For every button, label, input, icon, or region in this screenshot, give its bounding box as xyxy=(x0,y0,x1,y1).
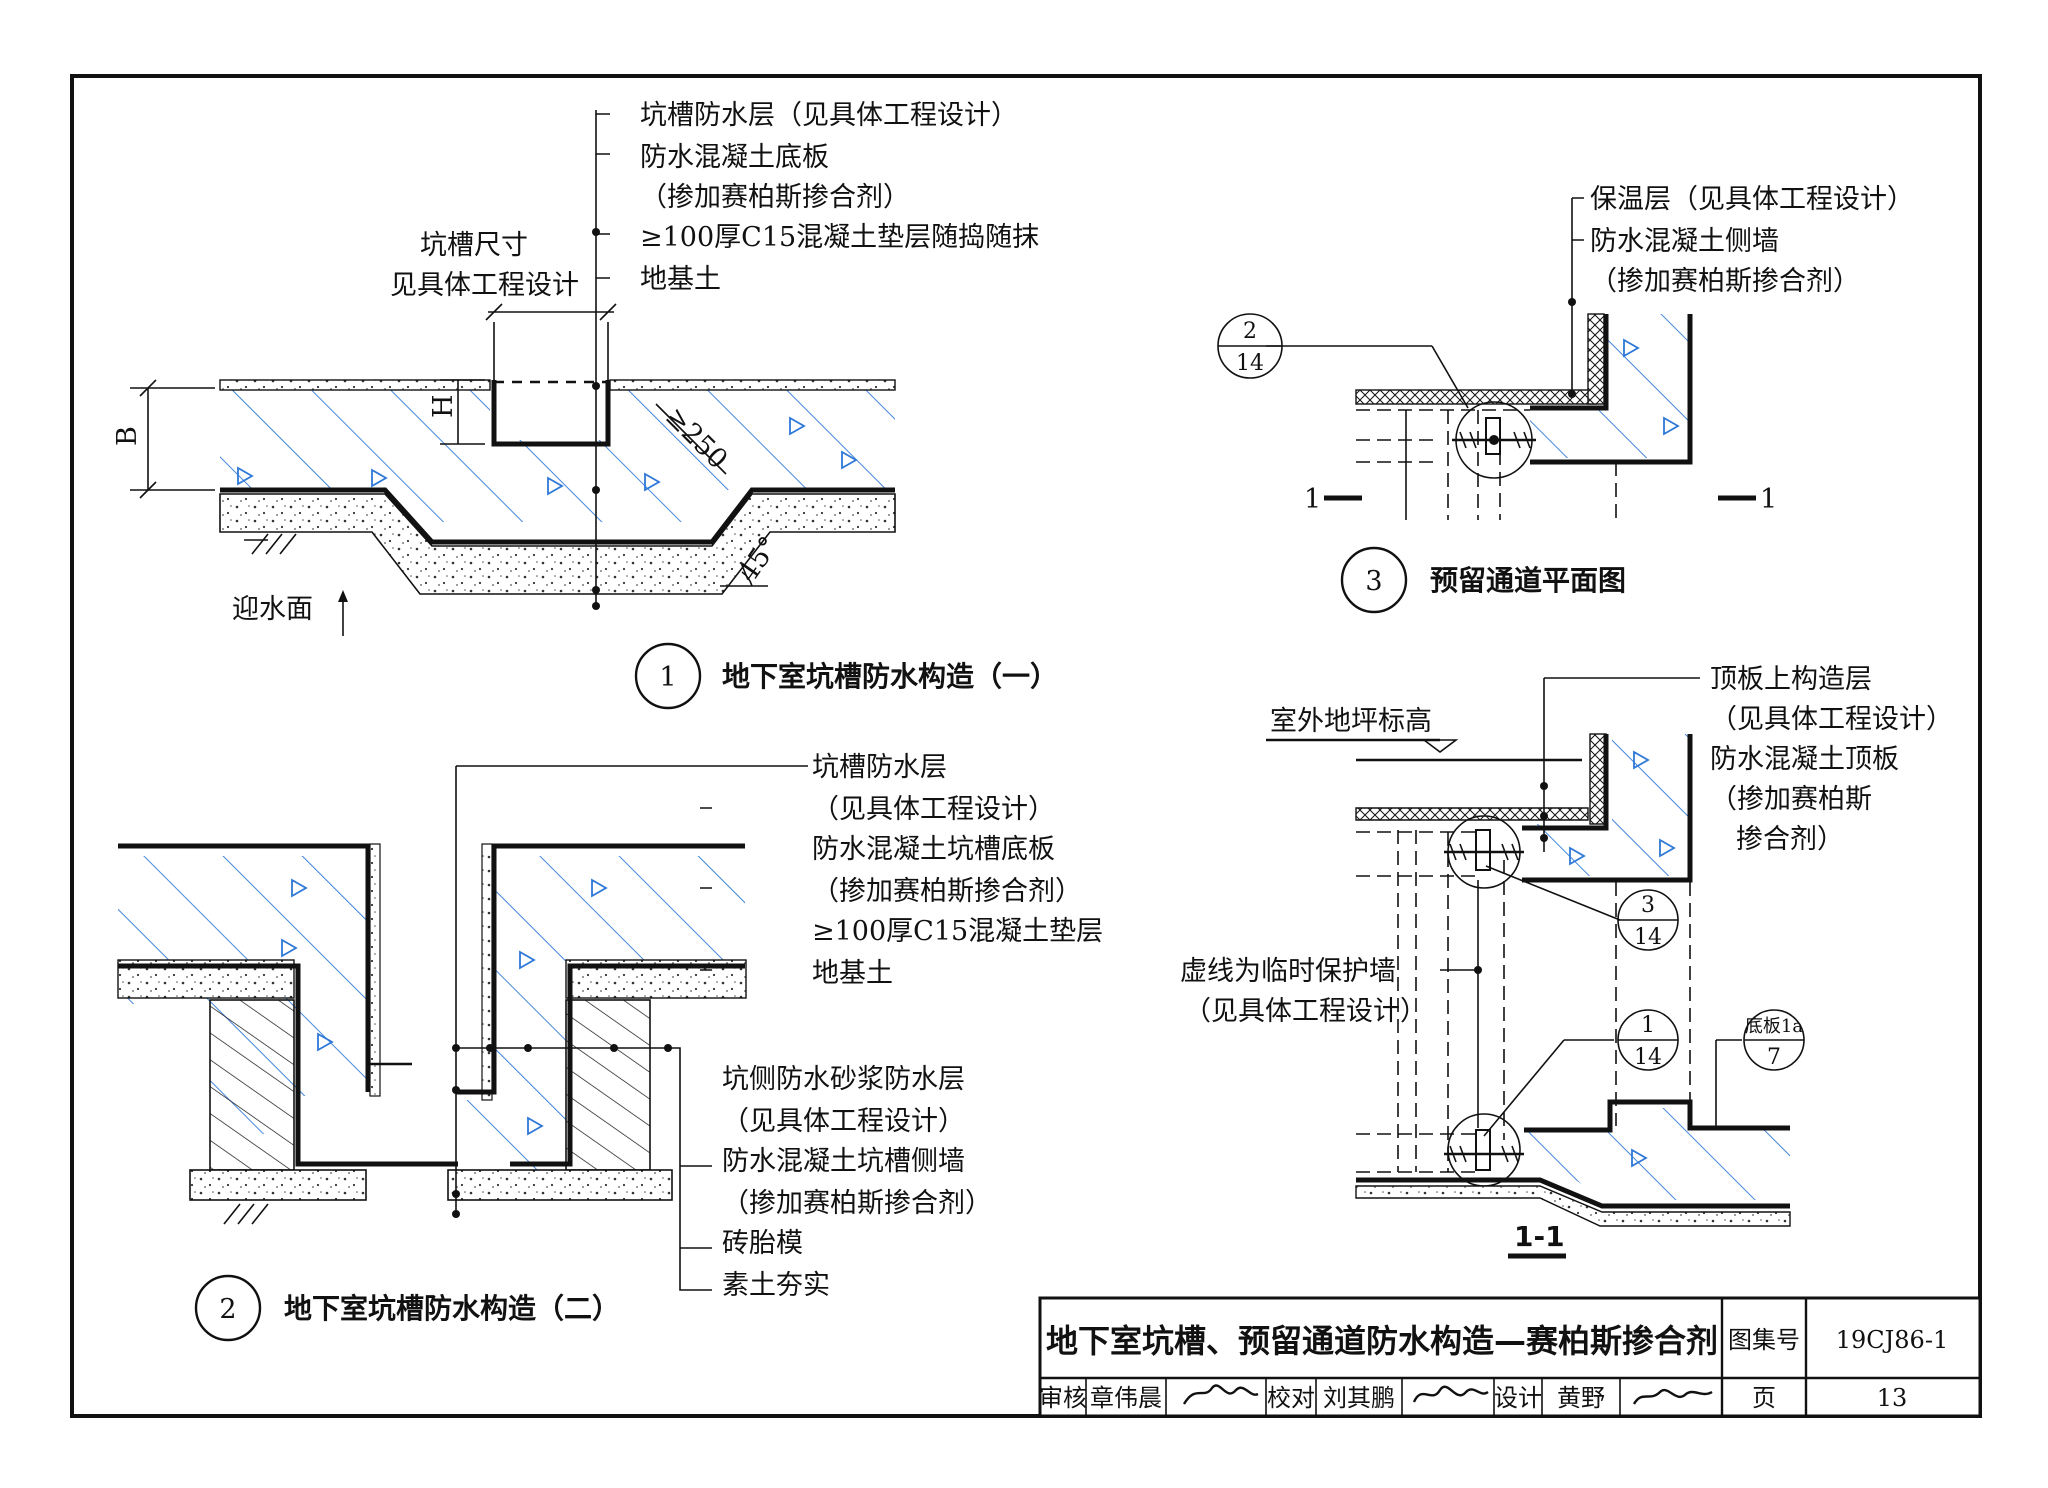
detail1-callout-4: ≥100厚C15混凝土垫层随捣随抹 xyxy=(640,222,1039,253)
water-face-label: 迎水面 xyxy=(232,594,313,625)
temp-wall-label-1: 虚线为临时保护墙 xyxy=(1180,956,1396,987)
detail1-callout-5: 地基土 xyxy=(640,264,721,295)
ref-base-bottom: 7 xyxy=(1767,1045,1781,1070)
detail3-callout-2: 防水混凝土侧墙 xyxy=(1590,226,1779,257)
section11-callout-2: （见具体工程设计） xyxy=(1710,704,1953,735)
detail3-ref-bottom: 14 xyxy=(1236,351,1264,376)
temp-wall-label-2: （见具体工程设计） xyxy=(1184,996,1427,1027)
detail3-callout-3: （掺加赛柏斯掺合剂） xyxy=(1590,266,1860,297)
detail3-ref-top: 2 xyxy=(1243,319,1257,344)
detail1-caption-number: 1 xyxy=(659,662,676,693)
design-label: 设计 xyxy=(1494,1384,1542,1412)
dimension-B: B xyxy=(112,426,143,446)
section11-callout-4: （掺加赛柏斯 xyxy=(1710,784,1872,815)
section-mark-right: 1 xyxy=(1760,484,1777,515)
ref-3-14-top: 3 xyxy=(1641,893,1655,918)
detail3-caption-circle xyxy=(1340,546,1408,614)
detail2-bottom-callout-1: 坑侧防水砂浆防水层 xyxy=(722,1064,965,1095)
detail1-callout-1: 坑槽防水层（见具体工程设计） xyxy=(640,100,1018,131)
detail2-caption-number: 2 xyxy=(219,1294,236,1325)
detail1-pit-size-1: 坑槽尺寸 xyxy=(420,230,528,261)
ground-elevation-label: 室外地坪标高 xyxy=(1270,706,1432,737)
detail-2-drawing xyxy=(117,765,808,1291)
atlas-number: 19CJ86-1 xyxy=(1836,1326,1948,1354)
ref-base-top: 底板1a xyxy=(1745,1016,1803,1037)
detail2-bottom-callout-3: 防水混凝土坑槽侧墙 xyxy=(722,1146,965,1177)
detail2-top-callout-1: 坑槽防水层 xyxy=(812,752,947,783)
section11-callout-1: 顶板上构造层 xyxy=(1710,664,1872,695)
detail2-bottom-callout-4: （掺加赛柏斯掺合剂） xyxy=(722,1188,992,1219)
detail2-caption-circle xyxy=(194,1274,262,1342)
ref-1-14-top: 1 xyxy=(1641,1013,1655,1038)
designer-signature xyxy=(1632,1389,1713,1405)
reviewer-name: 章伟晨 xyxy=(1090,1384,1162,1412)
detail1-callout-3: （掺加赛柏斯掺合剂） xyxy=(640,182,910,213)
section11-callout-3: 防水混凝土顶板 xyxy=(1710,744,1899,775)
detail2-bottom-callout-5: 砖胎模 xyxy=(722,1228,803,1259)
detail2-bottom-callout-6: 素土夯实 xyxy=(722,1270,830,1301)
detail2-top-callout-5: ≥100厚C15混凝土垫层 xyxy=(812,916,1103,947)
detail1-caption: 地下室坑槽防水构造（一） xyxy=(722,660,1058,693)
drawing-title: 地下室坑槽、预留通道防水构造—赛柏斯掺合剂 xyxy=(1046,1322,1718,1360)
check-label: 校对 xyxy=(1267,1384,1315,1412)
dimension-H: H xyxy=(428,394,459,418)
detail2-top-callout-2: （见具体工程设计） xyxy=(812,794,1055,825)
section-mark-left: 1 xyxy=(1304,484,1321,515)
detail2-top-callout-6: 地基土 xyxy=(812,958,893,989)
detail2-bottom-callout-2: （见具体工程设计） xyxy=(722,1106,965,1137)
detail3-caption: 预留通道平面图 xyxy=(1430,564,1626,597)
page-number: 13 xyxy=(1877,1384,1908,1412)
detail1-caption-circle xyxy=(634,642,702,710)
page-label: 页 xyxy=(1752,1384,1776,1412)
sheet-border xyxy=(70,74,1982,1418)
title-block xyxy=(1038,1296,1982,1418)
checker-signature xyxy=(1412,1385,1489,1403)
detail2-caption: 地下室坑槽防水构造（二） xyxy=(284,1292,620,1325)
detail2-top-callout-4: （掺加赛柏斯掺合剂） xyxy=(812,876,1082,907)
detail1-callout-2: 防水混凝土底板 xyxy=(640,142,829,173)
section11-callout-5: 掺合剂） xyxy=(1736,824,1844,855)
section-1-1-drawing xyxy=(1266,677,1791,1259)
reviewer-signature xyxy=(1182,1384,1259,1405)
designer-name: 黄野 xyxy=(1557,1384,1605,1412)
detail-1-drawing xyxy=(130,110,896,636)
section-1-1-caption: 1-1 xyxy=(1514,1220,1565,1253)
ref-3-14-bottom: 14 xyxy=(1634,925,1662,950)
checker-name: 刘其鹏 xyxy=(1323,1384,1395,1412)
detail2-top-callout-3: 防水混凝土坑槽底板 xyxy=(812,834,1055,865)
detail-3-drawing xyxy=(1266,197,1756,520)
atlas-number-label: 图集号 xyxy=(1728,1326,1800,1354)
detail3-caption-number: 3 xyxy=(1365,566,1382,597)
detail3-callout-1: 保温层（见具体工程设计） xyxy=(1590,184,1914,215)
ref-1-14-bottom: 14 xyxy=(1634,1045,1662,1070)
review-label: 审核 xyxy=(1039,1384,1087,1412)
detail1-pit-size-2: 见具体工程设计 xyxy=(390,270,579,301)
